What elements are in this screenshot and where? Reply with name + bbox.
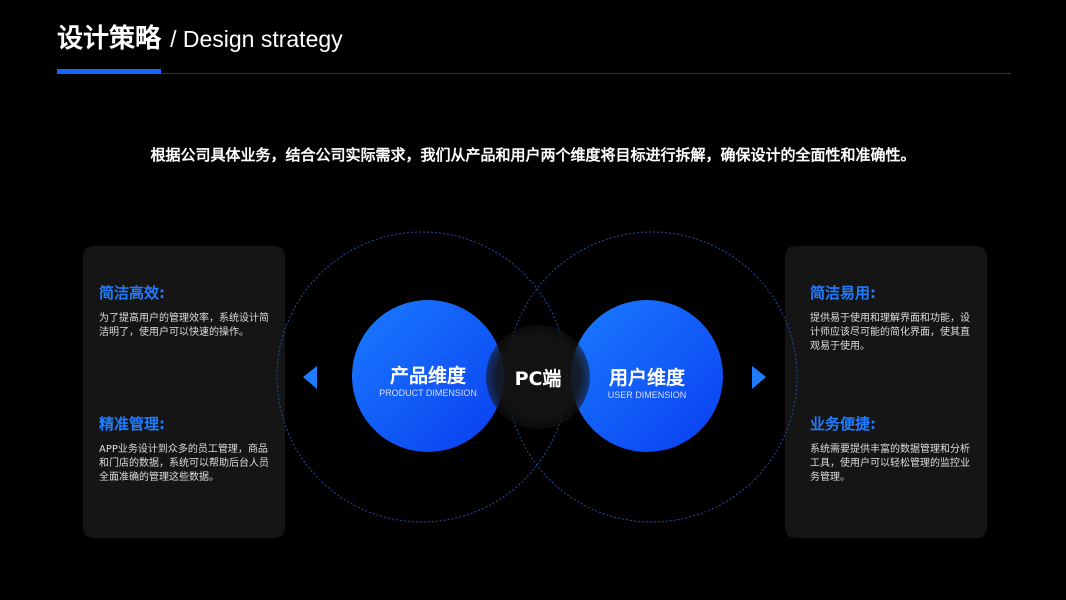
left-card: 简洁高效: 为了提高用户的管理效率，系统设计简洁明了，使用户可以快速的操作。 精… <box>83 246 285 538</box>
intro-text: 根据公司具体业务，结合公司实际需求，我们从产品和用户两个维度将目标进行拆解，确保… <box>150 146 916 164</box>
product-label: 产品维度 PRODUCT DIMENSION <box>353 361 503 398</box>
card-text: 为了提高用户的管理效率，系统设计简洁明了，使用户可以快速的操作。 <box>99 313 269 338</box>
product-circle <box>352 300 504 452</box>
arrow-right-icon <box>752 366 766 389</box>
card-text: 提供易于使用和理解界面和功能，设计师应该尽可能的简化界面，使其直观易于使用。 <box>810 313 970 352</box>
user-cn: 用户维度 <box>608 367 685 389</box>
pc-circle <box>486 325 590 429</box>
card-heading: 简洁易用: <box>810 284 876 302</box>
title-en: / Design strategy <box>170 26 343 52</box>
card-heading: 精准管理: <box>99 415 165 433</box>
card-heading: 简洁高效: <box>99 284 165 302</box>
card-heading: 业务便捷: <box>810 415 876 433</box>
arrow-left-icon <box>303 366 317 389</box>
divider <box>57 73 1011 74</box>
card-text: 系统需要提供丰富的数据管理和分析工具，使用户可以轻松管理的监控业务管理。 <box>810 444 970 483</box>
card-text: APP业务设计到众多的员工管理，商品和门店的数据，系统可以帮助后台人员全面准确的… <box>99 444 269 483</box>
product-en: PRODUCT DIMENSION <box>379 388 477 398</box>
user-circle <box>571 300 723 452</box>
right-card: 简洁易用: 提供易于使用和理解界面和功能，设计师应该尽可能的简化界面，使其直观易… <box>785 246 987 538</box>
pc-label: PC端 <box>463 364 613 391</box>
outer-ring-right <box>506 231 798 523</box>
pc-text: PC端 <box>514 368 562 390</box>
title-accent-bar <box>57 69 161 74</box>
product-cn: 产品维度 <box>389 365 466 387</box>
page-title: 设计策略 / Design strategy <box>57 18 343 55</box>
user-label: 用户维度 USER DIMENSION <box>572 363 722 400</box>
title-cn: 设计策略 <box>57 24 162 54</box>
user-en: USER DIMENSION <box>607 390 687 400</box>
